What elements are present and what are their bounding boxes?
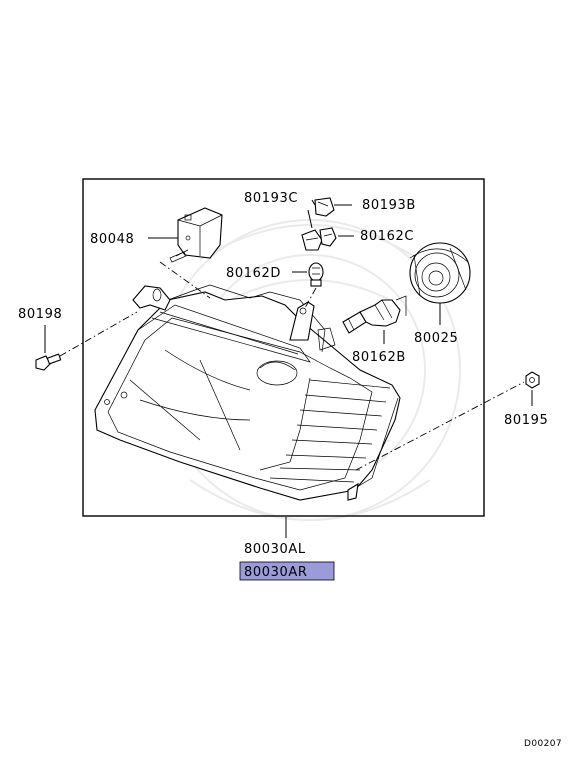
diagram-code: D00207	[524, 739, 562, 749]
turn-signal-lens	[259, 377, 399, 491]
label-80162b: 80162B	[352, 350, 406, 365]
label-80025: 80025	[414, 331, 458, 346]
dust-cap-80025[interactable]	[409, 242, 471, 304]
screw-80198[interactable]	[35, 353, 62, 371]
assembly-frame	[82, 178, 485, 517]
nut-80195[interactable]	[525, 371, 540, 389]
label-80198: 80198	[18, 307, 62, 322]
label-80193b: 80193B	[362, 198, 416, 213]
label-80030al: 80030AL	[244, 542, 306, 557]
label-80048: 80048	[90, 232, 134, 247]
label-80195: 80195	[504, 413, 548, 428]
bulb-socket-80193b[interactable]	[301, 229, 323, 251]
bulb-80162b[interactable]	[342, 295, 407, 334]
label-80162c: 80162C	[360, 229, 414, 244]
bulb-80162c[interactable]	[319, 227, 337, 247]
label-80193c: 80193C	[244, 191, 298, 206]
label-80030ar[interactable]: 80030AR	[244, 565, 307, 580]
highlight-box	[239, 561, 335, 581]
bulb-80162d[interactable]	[308, 262, 324, 287]
leader-lines	[44, 199, 533, 538]
socket-cover-80048[interactable]	[169, 207, 223, 263]
bulb-socket-80193c[interactable]	[314, 197, 335, 217]
label-80162d: 80162D	[226, 266, 281, 281]
